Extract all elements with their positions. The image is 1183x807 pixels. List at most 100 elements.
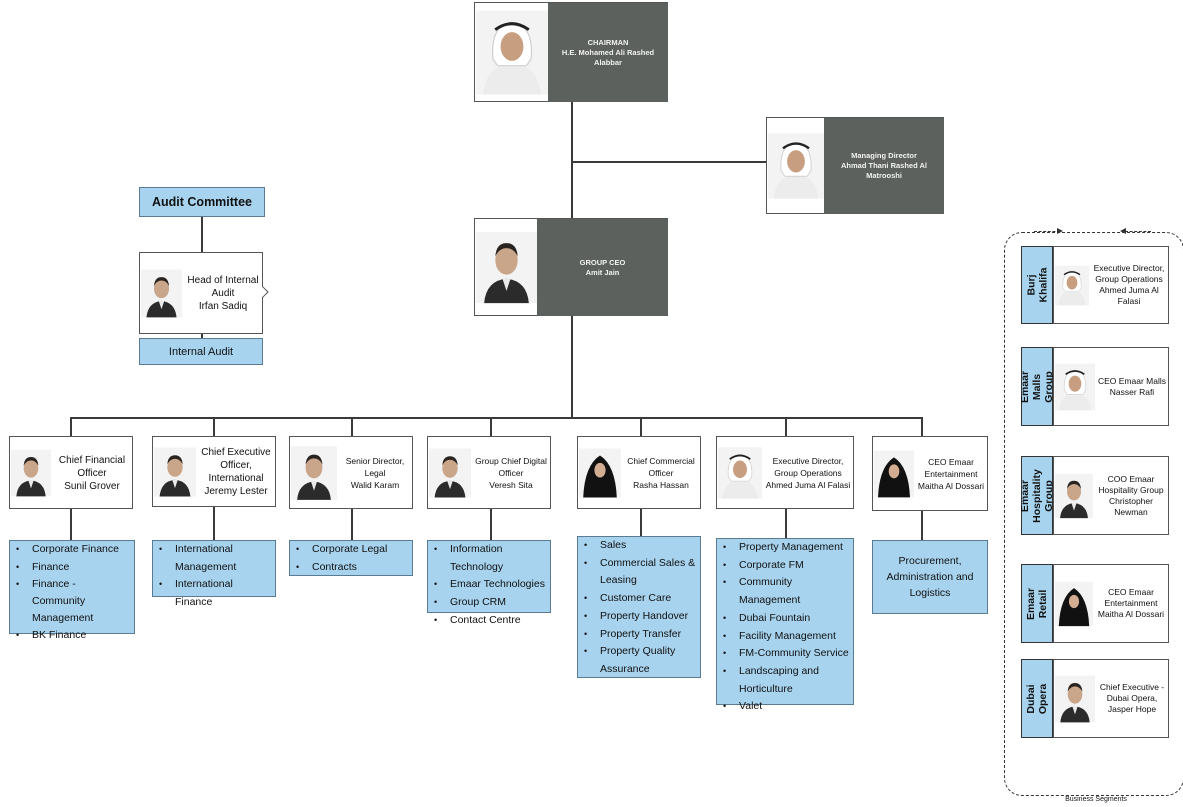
list-item: Customer Care — [584, 590, 696, 608]
connector-exec-1 — [70, 417, 72, 436]
segment-label-text: Emaar Malls Group — [1019, 370, 1056, 403]
list-item: Finance — [16, 559, 130, 577]
business-segments-frame — [1004, 232, 1183, 796]
audit-committee-box: Audit Committee — [139, 187, 265, 217]
exec-title-1: Executive Director, — [772, 456, 844, 466]
list-item: Corporate Legal — [296, 541, 408, 559]
exec-box-entertainment: Procurement, Administration and Logistic… — [872, 540, 988, 614]
arrow-left-head-icon — [1120, 228, 1126, 234]
list-item: Group CRM — [434, 594, 546, 612]
connector-managing-director — [571, 161, 768, 163]
list-item: Landscaping and Horticulture — [723, 663, 849, 698]
managing-director-title: Managing Director — [851, 151, 917, 160]
exec-photo-entertainment — [874, 438, 914, 510]
segment-line: Chief Executive - — [1099, 682, 1165, 692]
segment-line: Group Operations — [1095, 274, 1163, 284]
exec-text-cfo: Chief Financial Officer Sunil Grover — [52, 441, 132, 505]
segment-card-emaar-retail: CEO Emaar Entertainment Maitha Al Dossar… — [1053, 564, 1169, 643]
exec-box-entertainment-text: Procurement, Administration and Logistic… — [886, 555, 974, 599]
exec-name: Sunil Grover — [64, 480, 120, 492]
exec-card-entertainment: CEO Emaar Entertainment Maitha Al Dossar… — [872, 436, 988, 511]
exec-title-2: Officer, — [220, 460, 252, 471]
exec-photo-operations — [718, 438, 762, 508]
exec-photo-cfo — [11, 438, 51, 508]
list-item: Property Transfer — [584, 626, 696, 644]
segment-label-dubai-opera: Dubai Opera — [1021, 659, 1053, 738]
head-internal-audit-title-1: Head of Internal — [187, 274, 259, 286]
connector-exec-6-box — [785, 509, 787, 538]
list-item: BK Finance — [16, 627, 130, 645]
segment-line: COO Emaar — [1107, 473, 1155, 484]
list-item: Sales — [584, 537, 696, 555]
segment-card-emaar-malls: CEO Emaar Malls Nasser Rafi — [1053, 347, 1169, 426]
segment-line: CEO Emaar — [1108, 587, 1154, 597]
exec-title-1: CEO Emaar — [928, 457, 974, 467]
segment-text: Chief Executive - Dubai Opera, Jasper Ho… — [1096, 662, 1168, 735]
group-ceo-card: GROUP CEO Amit Jain — [474, 218, 668, 316]
exec-text-ceo-international: Chief Executive Officer, International J… — [197, 438, 275, 506]
connector-executives-bus — [70, 417, 922, 419]
exec-title-3: International — [208, 473, 264, 484]
exec-title-2: Officer — [77, 467, 107, 479]
exec-text-entertainment: CEO Emaar Entertainment Maitha Al Dossar… — [915, 441, 987, 507]
exec-card-operations: Executive Director, Group Operations Ahm… — [716, 436, 854, 509]
group-ceo-panel: GROUP CEO Amit Jain — [537, 219, 668, 316]
exec-photo-commercial — [579, 438, 621, 508]
exec-name: Veresh Sita — [489, 480, 533, 490]
exec-box-legal: Corporate Legal Contracts — [289, 540, 413, 576]
list-item: Valet — [723, 698, 849, 716]
group-ceo-name: Amit Jain — [585, 267, 620, 277]
segment-label-emaar-retail: Emaar Retail — [1021, 564, 1053, 643]
exec-name: Maitha Al Dossari — [917, 481, 985, 491]
exec-name: Jeremy Lester — [204, 486, 268, 497]
exec-card-legal: Senior Director, Legal Walid Karam — [289, 436, 413, 509]
segment-line: CEO Emaar Malls — [1097, 375, 1166, 386]
segment-line: Newman — [1114, 506, 1148, 517]
connector-exec-7-box — [921, 511, 923, 540]
segment-line: Falasi — [1117, 296, 1141, 306]
exec-box-commercial: Sales Commercial Sales & Leasing Custome… — [577, 536, 701, 678]
exec-card-cfo: Chief Financial Officer Sunil Grover — [9, 436, 133, 509]
exec-title-1: Senior Director, — [345, 456, 405, 466]
managing-director-panel: Managing Director Ahmad Thani Rashed Al … — [824, 118, 944, 214]
segment-text: Executive Director, Group Operations Ahm… — [1090, 249, 1168, 321]
segment-card-burj-khalifa: Executive Director, Group Operations Ahm… — [1053, 246, 1169, 324]
exec-card-ceo-international: Chief Executive Officer, International J… — [152, 436, 276, 507]
head-internal-audit-photo — [141, 254, 182, 333]
exec-title-2: Legal — [364, 468, 386, 478]
exec-box-digital: Information Technology Emaar Technologie… — [427, 540, 551, 629]
chairman-title: CHAIRMAN — [587, 37, 629, 47]
segment-text: COO Emaar Hospitality Group Christopher … — [1094, 459, 1168, 532]
head-internal-audit-card: Head of Internal Audit Irfan Sadiq — [139, 252, 269, 334]
exec-title-2: Officer — [498, 468, 524, 478]
connector-internal-audit — [201, 333, 203, 338]
exec-text-legal: Senior Director, Legal Walid Karam — [338, 441, 412, 505]
segment-line: Maitha Al Dossari — [1097, 609, 1165, 619]
internal-audit-box: Internal Audit — [139, 338, 263, 365]
list-item: Corporate FM — [723, 557, 849, 575]
segment-line: Ahmed Juma Al — [1099, 285, 1159, 295]
exec-title-1: Chief Executive — [201, 447, 271, 458]
segment-label-text: Emaar Hospitality Group — [1019, 468, 1055, 523]
group-ceo-photo — [476, 220, 537, 315]
chairman-panel: CHAIRMAN H.E. Mohamed Ali Rashed Alabbar — [548, 3, 668, 102]
arrow-right-head-icon — [1057, 228, 1063, 234]
list-item: International Finance — [159, 576, 271, 611]
exec-name: Ahmed Juma Al Falasi — [765, 480, 851, 490]
managing-director-photo — [768, 119, 824, 213]
exec-name: Rasha Hassan — [633, 480, 689, 490]
segment-label-text: Emaar Retail — [1025, 587, 1050, 620]
exec-photo-ceo-international — [154, 438, 196, 506]
connector-exec-1-box — [70, 509, 72, 540]
list-item: Emaar Technologies — [434, 576, 546, 594]
segment-photo — [1055, 661, 1095, 737]
internal-audit-label: Internal Audit — [168, 345, 234, 358]
connector-audit — [201, 217, 203, 252]
list-item: Community Management — [723, 574, 849, 609]
connector-exec-3 — [351, 417, 353, 436]
exec-card-digital: Group Chief Digital Officer Veresh Sita — [427, 436, 551, 509]
list-item: Property Handover — [584, 608, 696, 626]
connector-exec-4-box — [490, 509, 492, 540]
connector-ceo-executives — [571, 313, 573, 418]
chairman-card: CHAIRMAN H.E. Mohamed Ali Rashed Alabbar — [474, 2, 668, 102]
